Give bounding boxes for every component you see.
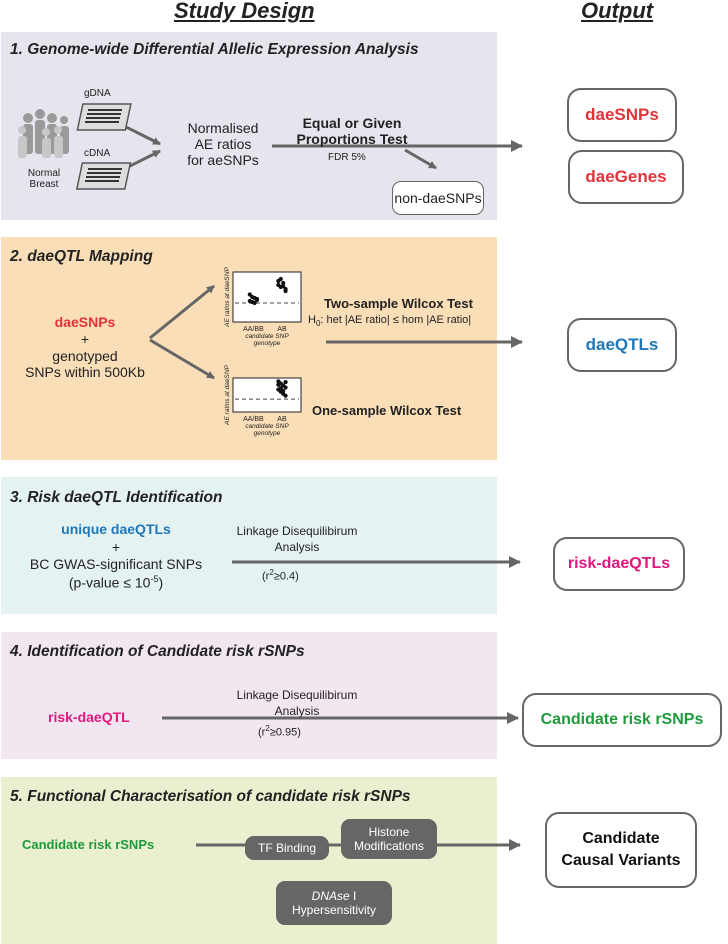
non-dae-snps-box: non-daeSNPs (392, 181, 484, 215)
plot-tick-label: AB (277, 326, 287, 333)
output-dae-qtls: daeQTLs (567, 318, 677, 372)
plot-point (283, 288, 288, 294)
tf-binding-box: TF Binding (245, 836, 329, 860)
arrow-gdna (125, 125, 161, 146)
two-sample-test-label: Two-sample Wilcox Test (324, 296, 473, 311)
panel-4-input: risk-daeQTL (48, 709, 130, 725)
panel-3-inputs: unique daeQTLs + BC GWAS-significant SNP… (29, 521, 203, 591)
plot-point (278, 386, 283, 391)
plot-tick-label: AA/BB (243, 326, 264, 333)
fdr-label: FDR 5% (328, 152, 366, 163)
plot-point (276, 282, 281, 288)
plot-y-label: AE ratios at daeSNP (224, 267, 231, 328)
panel-5-input: Candidate risk rSNPs (22, 837, 155, 852)
plot-point (250, 299, 255, 305)
arrow-cdna (125, 149, 161, 170)
plot-frame (232, 377, 302, 413)
plot-point (281, 283, 286, 289)
output-candidate-risk-rsnps: Candidate risk rSNPs (522, 693, 722, 747)
study-design-header: Study Design (174, 0, 315, 23)
r2-threshold-3: (r2≥0.4) (262, 568, 299, 583)
output-header: Output (581, 0, 654, 23)
panel-2-title: 2. daeQTL Mapping (10, 248, 153, 265)
arrow-to-plot1 (149, 284, 215, 340)
panel-5-title: 5. Functional Characterisation of candid… (10, 788, 411, 805)
plot-point (278, 276, 283, 282)
panel-3-title: 3. Risk daeQTL Identification (10, 489, 223, 506)
plot-point (283, 385, 288, 390)
panel-3 (1, 477, 497, 614)
panel-4-title: 4. Identification of Candidate risk rSNP… (10, 643, 305, 660)
plot-point (283, 379, 288, 385)
plot-tick-label: AB (277, 416, 287, 423)
plot-point (283, 393, 288, 398)
output-dae-snps: daeSNPs (567, 88, 677, 142)
panel-4 (1, 632, 497, 759)
plot-x-label: genotype (254, 340, 281, 347)
arrow-to-plot2 (149, 338, 215, 380)
output-dae-genes: daeGenes (568, 150, 684, 204)
output-risk-dae-qtls: risk-daeQTLs (553, 537, 685, 591)
plot-x-label: candidate SNP (245, 333, 289, 340)
plot-tick-label: AA/BB (243, 416, 264, 423)
r2-threshold-4: (r2≥0.95) (258, 724, 301, 739)
plot-point (247, 292, 252, 297)
plot-point (281, 388, 286, 394)
plot-point (276, 382, 281, 387)
arrow-non-dae (404, 148, 437, 170)
gdna-label: gDNA (84, 88, 111, 99)
panel-2-inputs: daeSNPs + genotyped SNPs within 500Kb (25, 314, 145, 381)
cdna-label: cDNA (84, 148, 111, 159)
plot-point (254, 297, 260, 303)
plot-x-label: genotype (254, 430, 281, 437)
panel-1-title: 1. Genome-wide Differential Allelic Expr… (10, 41, 419, 58)
hypothesis-label: H0: het |AE ratio| ≤ hom |AE ratio| (308, 314, 472, 329)
one-sample-test-label: One-sample Wilcox Test (312, 403, 462, 418)
panel-5 (1, 777, 497, 944)
plot-point (281, 280, 286, 286)
plot-frame (232, 271, 302, 323)
plot-x-label: candidate SNP (245, 423, 289, 430)
plot-y-label: AE ratios at daeSNP (224, 365, 231, 426)
